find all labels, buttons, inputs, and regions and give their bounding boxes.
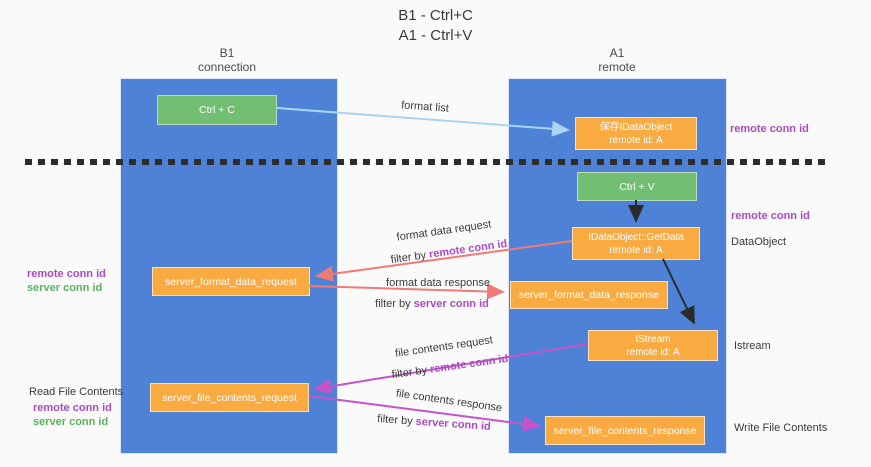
lane-header-b1: B1 connection bbox=[157, 46, 297, 74]
right-label-remote-conn-id-mid: remote conn id bbox=[731, 210, 810, 222]
lane-a1-subname: remote bbox=[598, 60, 636, 74]
right-label-remote-conn-id-top: remote conn id bbox=[730, 123, 809, 135]
node-server-file-contents-response: server_file_contents_response bbox=[545, 416, 705, 445]
node-save-idataobject: 保存IDataObject remote id: A bbox=[575, 117, 697, 150]
node-ctrl-v: Ctrl + V bbox=[577, 172, 697, 201]
phase-separator-dashed-line bbox=[25, 159, 830, 165]
node-istream: IStream remote id: A bbox=[588, 330, 718, 361]
left-label-remote-conn-id-bottom: remote conn id bbox=[33, 402, 112, 414]
left-label-server-conn-id-mid: server conn id bbox=[27, 282, 103, 294]
right-label-dataobject: DataObject bbox=[731, 236, 787, 248]
node-istream-line2: remote id: A bbox=[626, 346, 680, 358]
node-server-format-data-request: server_format_data_request bbox=[152, 267, 310, 296]
label-format-list: format list bbox=[401, 99, 449, 114]
label-format-data-request-text: format data request bbox=[395, 218, 493, 244]
title-line-2: A1 - Ctrl+V bbox=[398, 27, 473, 44]
lane-header-a1: A1 remote bbox=[547, 46, 687, 74]
node-server-format-data-response: server_format_data_response bbox=[510, 281, 668, 309]
lane-a1-name: A1 bbox=[609, 46, 625, 60]
server-conn-id-text: server conn id bbox=[415, 415, 492, 433]
node-server-format-data-request-label: server_format_data_request bbox=[165, 275, 297, 288]
filter-by-text: filter by bbox=[391, 364, 428, 382]
right-label-write-file-contents: Write File Contents bbox=[734, 422, 828, 434]
node-server-file-contents-request: server_file_contents_request bbox=[150, 383, 309, 412]
label-format-list-text: format list bbox=[400, 99, 450, 115]
label-file-contents-response: file contents response bbox=[395, 388, 503, 415]
server-conn-id-text: server conn id bbox=[413, 298, 489, 310]
node-ctrl-v-label: Ctrl + V bbox=[619, 180, 655, 193]
node-server-file-contents-response-label: server_file_contents_response bbox=[553, 424, 697, 437]
left-label-read-file-contents: Read File Contents bbox=[29, 386, 124, 398]
diagram-title: B1 - Ctrl+C A1 - Ctrl+V bbox=[0, 6, 871, 46]
left-label-server-conn-id-bottom: server conn id bbox=[33, 416, 109, 428]
node-idataobject-getdata-line2: remote id: A bbox=[609, 244, 663, 256]
filter-by-text: filter by bbox=[390, 249, 427, 267]
remote-conn-id-text: remote conn id bbox=[428, 237, 508, 261]
lane-b1-name: B1 bbox=[219, 46, 235, 60]
filter-by-text: filter by bbox=[376, 413, 414, 428]
node-idataobject-getdata-line1: IDataObject::GetData bbox=[588, 231, 684, 243]
remote-conn-id-text: remote conn id bbox=[429, 352, 509, 376]
left-label-remote-conn-id-mid: remote conn id bbox=[27, 268, 106, 280]
label-format-data-response: format data response bbox=[386, 277, 490, 289]
label-filter-server-conn-id-2: filter by server conn id bbox=[377, 413, 491, 433]
node-save-idataobject-line1: 保存IDataObject bbox=[599, 121, 673, 133]
label-filter-server-conn-id-1: filter by server conn id bbox=[375, 298, 489, 310]
lane-b1-subname: connection bbox=[197, 60, 257, 74]
node-server-format-data-response-label: server_format_data_response bbox=[518, 289, 660, 301]
node-idataobject-getdata: IDataObject::GetData remote id: A bbox=[572, 227, 700, 260]
node-ctrl-c: Ctrl + C bbox=[157, 95, 277, 125]
label-format-data-response-text: format data response bbox=[386, 277, 490, 289]
node-ctrl-c-label: Ctrl + C bbox=[199, 104, 235, 116]
filter-by-text: filter by bbox=[375, 298, 411, 310]
right-label-istream: Istream bbox=[734, 340, 771, 352]
title-line-1: B1 - Ctrl+C bbox=[398, 7, 473, 24]
node-save-idataobject-line2: remote id: A bbox=[609, 134, 663, 146]
label-format-data-request: format data request bbox=[396, 218, 492, 243]
node-server-file-contents-request-label: server_file_contents_request bbox=[162, 391, 297, 404]
node-istream-line1: IStream bbox=[635, 333, 671, 345]
label-file-contents-response-text: file contents response bbox=[395, 387, 503, 415]
